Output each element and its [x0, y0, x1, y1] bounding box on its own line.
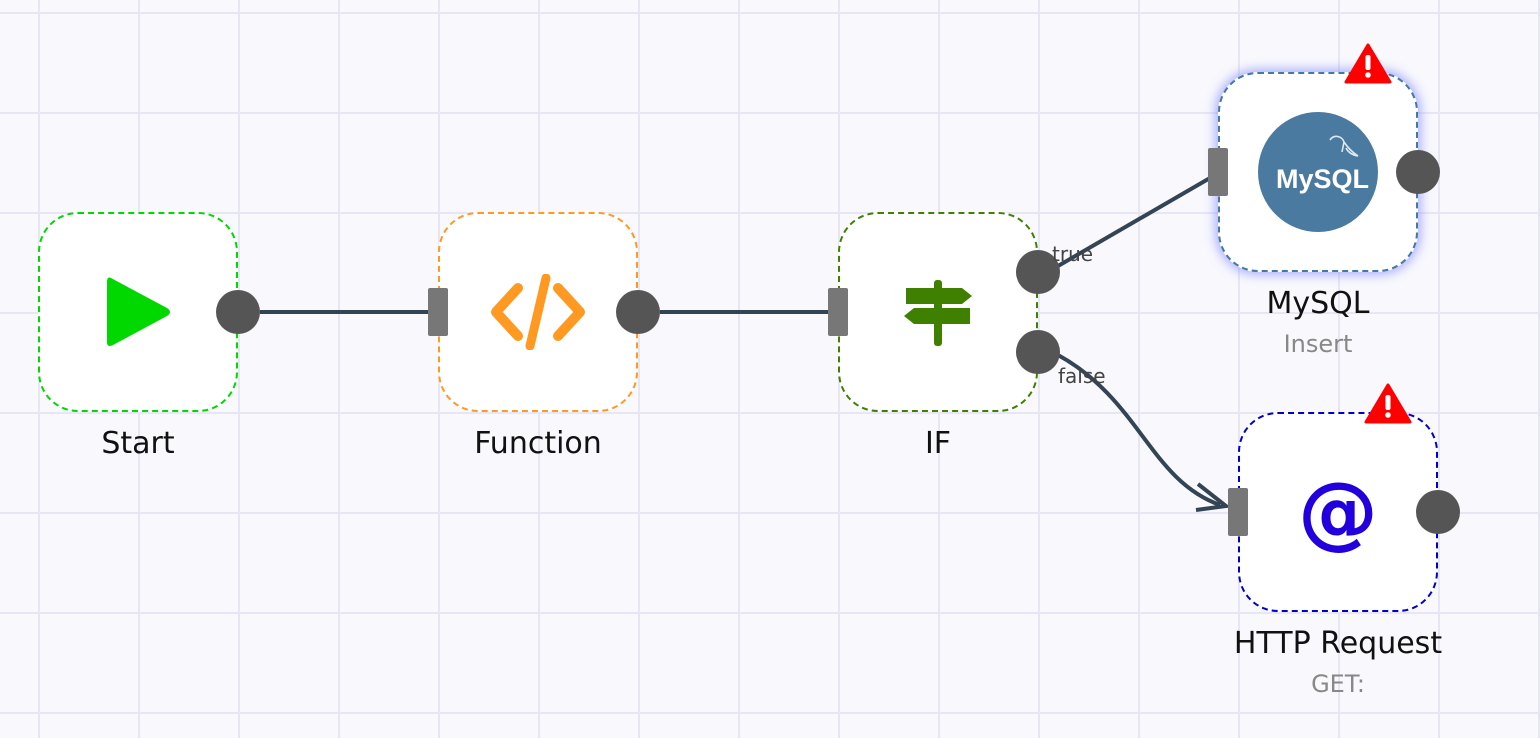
node-mysql-title: MySQL: [1266, 286, 1370, 321]
http-output-port[interactable]: [1416, 490, 1460, 534]
connection-arrowhead: [1195, 482, 1231, 512]
node-start-title: Start: [101, 426, 175, 461]
connection-if-true-mysql[interactable]: [1056, 176, 1212, 268]
node-mysql[interactable]: MySQL: [1218, 72, 1418, 272]
if-true-label: true: [1052, 242, 1094, 266]
mysql-output-port[interactable]: [1396, 150, 1440, 194]
node-mysql-subtitle: Insert: [1283, 330, 1353, 358]
if-input-port[interactable]: [828, 288, 848, 336]
if-false-output-port[interactable]: [1016, 330, 1060, 374]
mysql-logo-text: MySQL: [1276, 164, 1369, 194]
node-start[interactable]: [38, 212, 238, 412]
http-input-port[interactable]: [1228, 488, 1248, 536]
mysql-input-port[interactable]: [1208, 148, 1228, 196]
node-if-title: IF: [924, 426, 952, 461]
function-input-port[interactable]: [428, 288, 448, 336]
code-icon: [491, 274, 585, 350]
play-icon: [107, 277, 170, 346]
start-output-port[interactable]: [216, 290, 260, 334]
signpost-icon: [904, 280, 972, 346]
connection-if-false-http[interactable]: [1057, 353, 1221, 507]
function-output-port[interactable]: [616, 290, 660, 334]
http-warning-icon[interactable]: [1364, 382, 1412, 424]
if-false-label: false: [1058, 364, 1106, 388]
at-icon: @: [1298, 465, 1378, 558]
mysql-warning-icon[interactable]: [1344, 42, 1392, 84]
node-function[interactable]: [438, 212, 638, 412]
if-true-output-port[interactable]: [1016, 250, 1060, 294]
node-http-title: HTTP Request: [1233, 626, 1443, 661]
node-http-request[interactable]: @: [1238, 412, 1438, 612]
node-function-title: Function: [474, 426, 602, 461]
mysql-logo-icon: MySQL: [1258, 112, 1378, 232]
node-http-subtitle: GET:: [1311, 670, 1365, 698]
node-if[interactable]: [838, 212, 1038, 412]
